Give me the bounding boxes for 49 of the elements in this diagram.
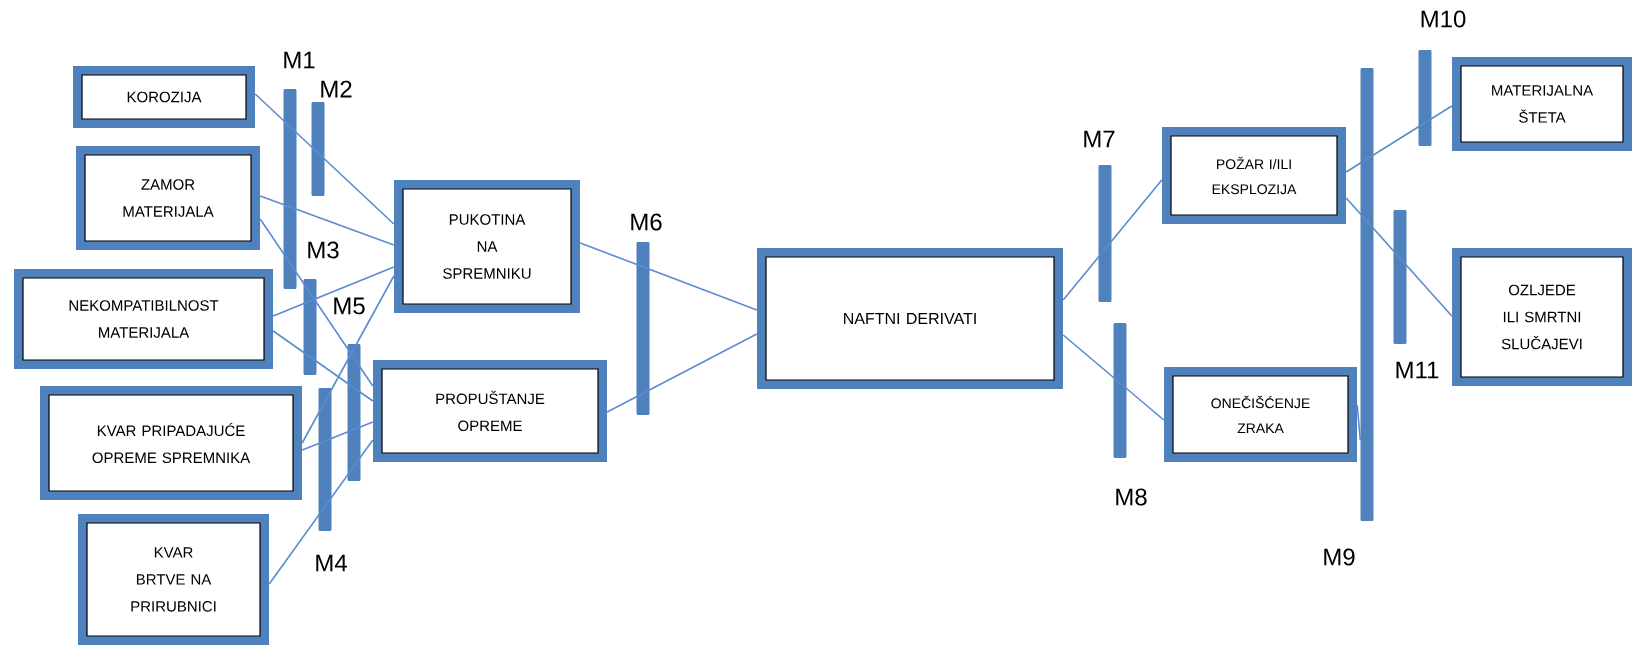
connector-line: [301, 275, 395, 444]
connector-line: [1062, 179, 1163, 301]
barrier-label: M11: [1396, 361, 1439, 379]
connector-line: [606, 333, 758, 413]
barrier-bar: [347, 344, 361, 481]
connector-line: [579, 242, 758, 311]
connector-line: [268, 439, 374, 585]
barrier-bar: [1098, 165, 1112, 302]
process-box: NAFTNI DERIVATI: [757, 248, 1063, 389]
barrier-label: M8: [1116, 488, 1147, 506]
barrier-label: M10: [1421, 10, 1466, 28]
connector-line: [1345, 197, 1453, 317]
barrier-label: M3: [308, 241, 339, 259]
barrier-bar: [283, 89, 297, 289]
process-box: KVAR PRIPADAJUĆE OPREME SPREMNIKA: [40, 386, 302, 500]
connector-line: [272, 266, 395, 317]
connector-line: [254, 93, 395, 225]
barrier-bar: [1113, 323, 1127, 458]
barrier-bar: [1393, 210, 1407, 344]
barrier-bar: [303, 279, 317, 375]
process-box: ONEČIŠĆENJE ZRAKA: [1164, 367, 1357, 462]
barrier-bar: [1418, 50, 1432, 146]
process-box: PROPUŠTANJE OPREME: [373, 360, 607, 462]
barrier-bar: [318, 388, 332, 531]
barrier-label: M4: [316, 554, 347, 572]
barrier-bar: [1360, 68, 1374, 521]
process-box: OZLJEDE ILI SMRTNI SLUČAJEVI: [1452, 248, 1632, 386]
process-box: NEKOMPATIBILNOST MATERIJALA: [14, 269, 273, 369]
barrier-label: M9: [1324, 548, 1355, 566]
barrier-label: M6: [631, 213, 662, 231]
process-box: KOROZIJA: [73, 66, 255, 128]
connector-line: [259, 218, 374, 387]
connector-line: [272, 330, 374, 402]
barrier-label: M1: [284, 51, 315, 69]
connector-line: [1062, 334, 1165, 421]
connector-line: [301, 421, 374, 451]
barrier-label: M7: [1084, 130, 1115, 148]
process-box: PUKOTINA NA SPREMNIKU: [394, 180, 580, 313]
process-box: ZAMOR MATERIJALA: [76, 146, 260, 250]
barrier-bar: [311, 102, 325, 196]
process-box: KVAR BRTVE NA PRIRUBNICI: [78, 514, 269, 645]
barrier-label: M2: [321, 80, 352, 98]
process-box: POŽAR I/ILI EKSPLOZIJA: [1162, 127, 1346, 224]
barrier-bar: [636, 242, 650, 415]
connector-line: [1356, 404, 1362, 441]
connector-line: [259, 195, 395, 246]
barrier-label: M5: [334, 297, 365, 315]
process-box: MATERIJALNA ŠTETA: [1452, 57, 1632, 151]
connector-line: [1345, 105, 1453, 173]
